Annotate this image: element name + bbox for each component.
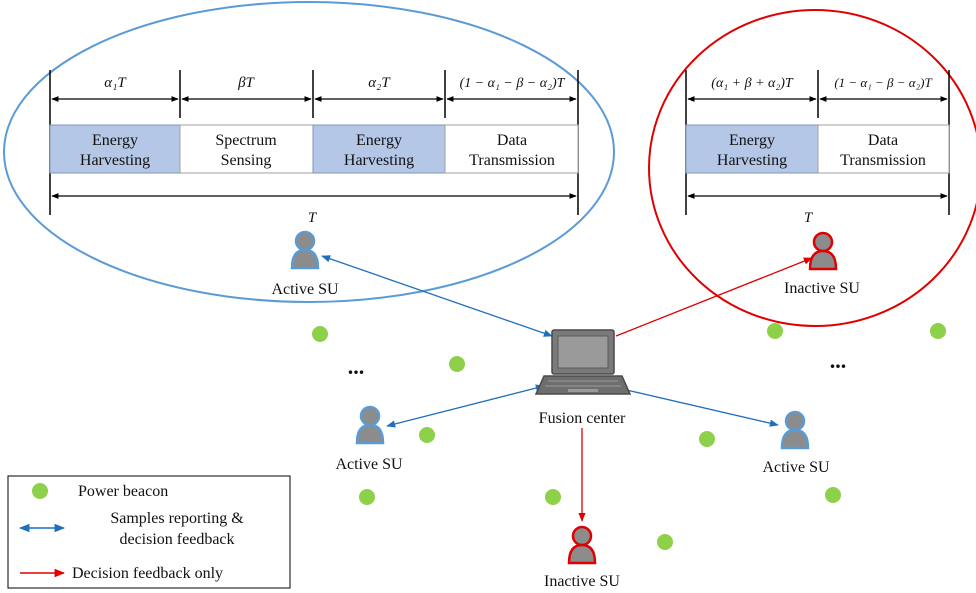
slot-spectrum-sensing	[179, 124, 314, 174]
slot-label: Energy	[729, 132, 775, 149]
power-beacon-dot	[449, 356, 465, 372]
slot-label: Spectrum	[215, 132, 277, 149]
duration-label: (1 − α₁ − β − α₂)T	[460, 76, 566, 91]
laptop-icon	[534, 329, 632, 395]
slot-label: Energy	[356, 132, 402, 149]
power-beacon-dot	[657, 534, 673, 550]
slot-data-transmission	[444, 124, 579, 174]
active-su-icon	[290, 230, 320, 270]
active-su-label: Active SU	[335, 456, 403, 473]
slot-energy-harvesting	[685, 124, 819, 174]
slot-label: Energy	[92, 132, 138, 149]
power-beacon-dot	[359, 489, 375, 505]
active-frame: α₁T βT α₂T (1 − α₁ − β − α₂)T Energy Har…	[49, 70, 579, 226]
duration-label: (α₁ + β + α₂)T	[711, 76, 794, 91]
duration-label: (1 − α₁ − β − α₂)T	[834, 75, 932, 90]
power-beacon-dot	[699, 431, 715, 447]
inactive-su-icon	[567, 525, 597, 565]
legend-red-label: Decision feedback only	[72, 565, 223, 582]
duration-label: βT	[237, 75, 255, 91]
legend-beacon-swatch	[32, 483, 48, 499]
power-beacon-dot	[419, 427, 435, 443]
inactive-su-label: Inactive SU	[544, 573, 620, 590]
link-blue	[617, 386, 779, 427]
slot-label: Transmission	[840, 152, 926, 169]
inactive-su-icon	[808, 231, 838, 271]
duration-label: α₁T	[104, 75, 127, 91]
link-blue	[321, 255, 553, 337]
ellipsis-more-nodes: ...	[348, 354, 365, 379]
slot-data-transmission	[817, 124, 950, 174]
slot-label: Data	[497, 132, 527, 149]
active-su-region	[3, 1, 615, 303]
fusion-center-label: Fusion center	[539, 410, 626, 427]
duration-label: α₂T	[368, 75, 391, 91]
links	[321, 255, 813, 522]
inactive-su-region	[648, 9, 976, 327]
power-beacon-dot	[767, 323, 783, 339]
active-su-icon	[355, 405, 385, 445]
slot-energy-harvesting	[312, 124, 446, 174]
total-duration-label: T	[308, 210, 318, 226]
power-beacon-dot	[545, 489, 561, 505]
slot-label: Harvesting	[717, 152, 787, 169]
power-beacon-dot	[312, 326, 328, 342]
slot-label: Harvesting	[80, 152, 150, 169]
slot-energy-harvesting	[49, 124, 181, 174]
active-su-icon	[780, 410, 810, 450]
power-beacon-dot	[825, 487, 841, 503]
slot-label: Harvesting	[344, 152, 414, 169]
ellipsis-more-nodes: ...	[830, 348, 847, 373]
slot-label: Transmission	[469, 152, 555, 169]
active-su-label: Active SU	[762, 459, 830, 476]
active-su-label: Active SU	[271, 281, 339, 298]
legend: Power beacon Samples reporting & decisio…	[7, 475, 291, 589]
power-beacons	[312, 323, 946, 550]
inactive-su-label: Inactive SU	[784, 280, 860, 297]
legend-blue-label: Samples reporting &	[110, 510, 244, 527]
total-duration-label: T	[804, 210, 814, 226]
link-red	[615, 257, 813, 337]
legend-beacon-label: Power beacon	[78, 483, 168, 500]
legend-blue-label: decision feedback	[119, 531, 234, 548]
slot-label: Sensing	[221, 152, 272, 169]
slot-label: Data	[868, 132, 898, 149]
power-beacon-dot	[930, 323, 946, 339]
inactive-frame: (α₁ + β + α₂)T (1 − α₁ − β − α₂)T Energy…	[685, 70, 950, 226]
link-blue	[386, 384, 545, 428]
